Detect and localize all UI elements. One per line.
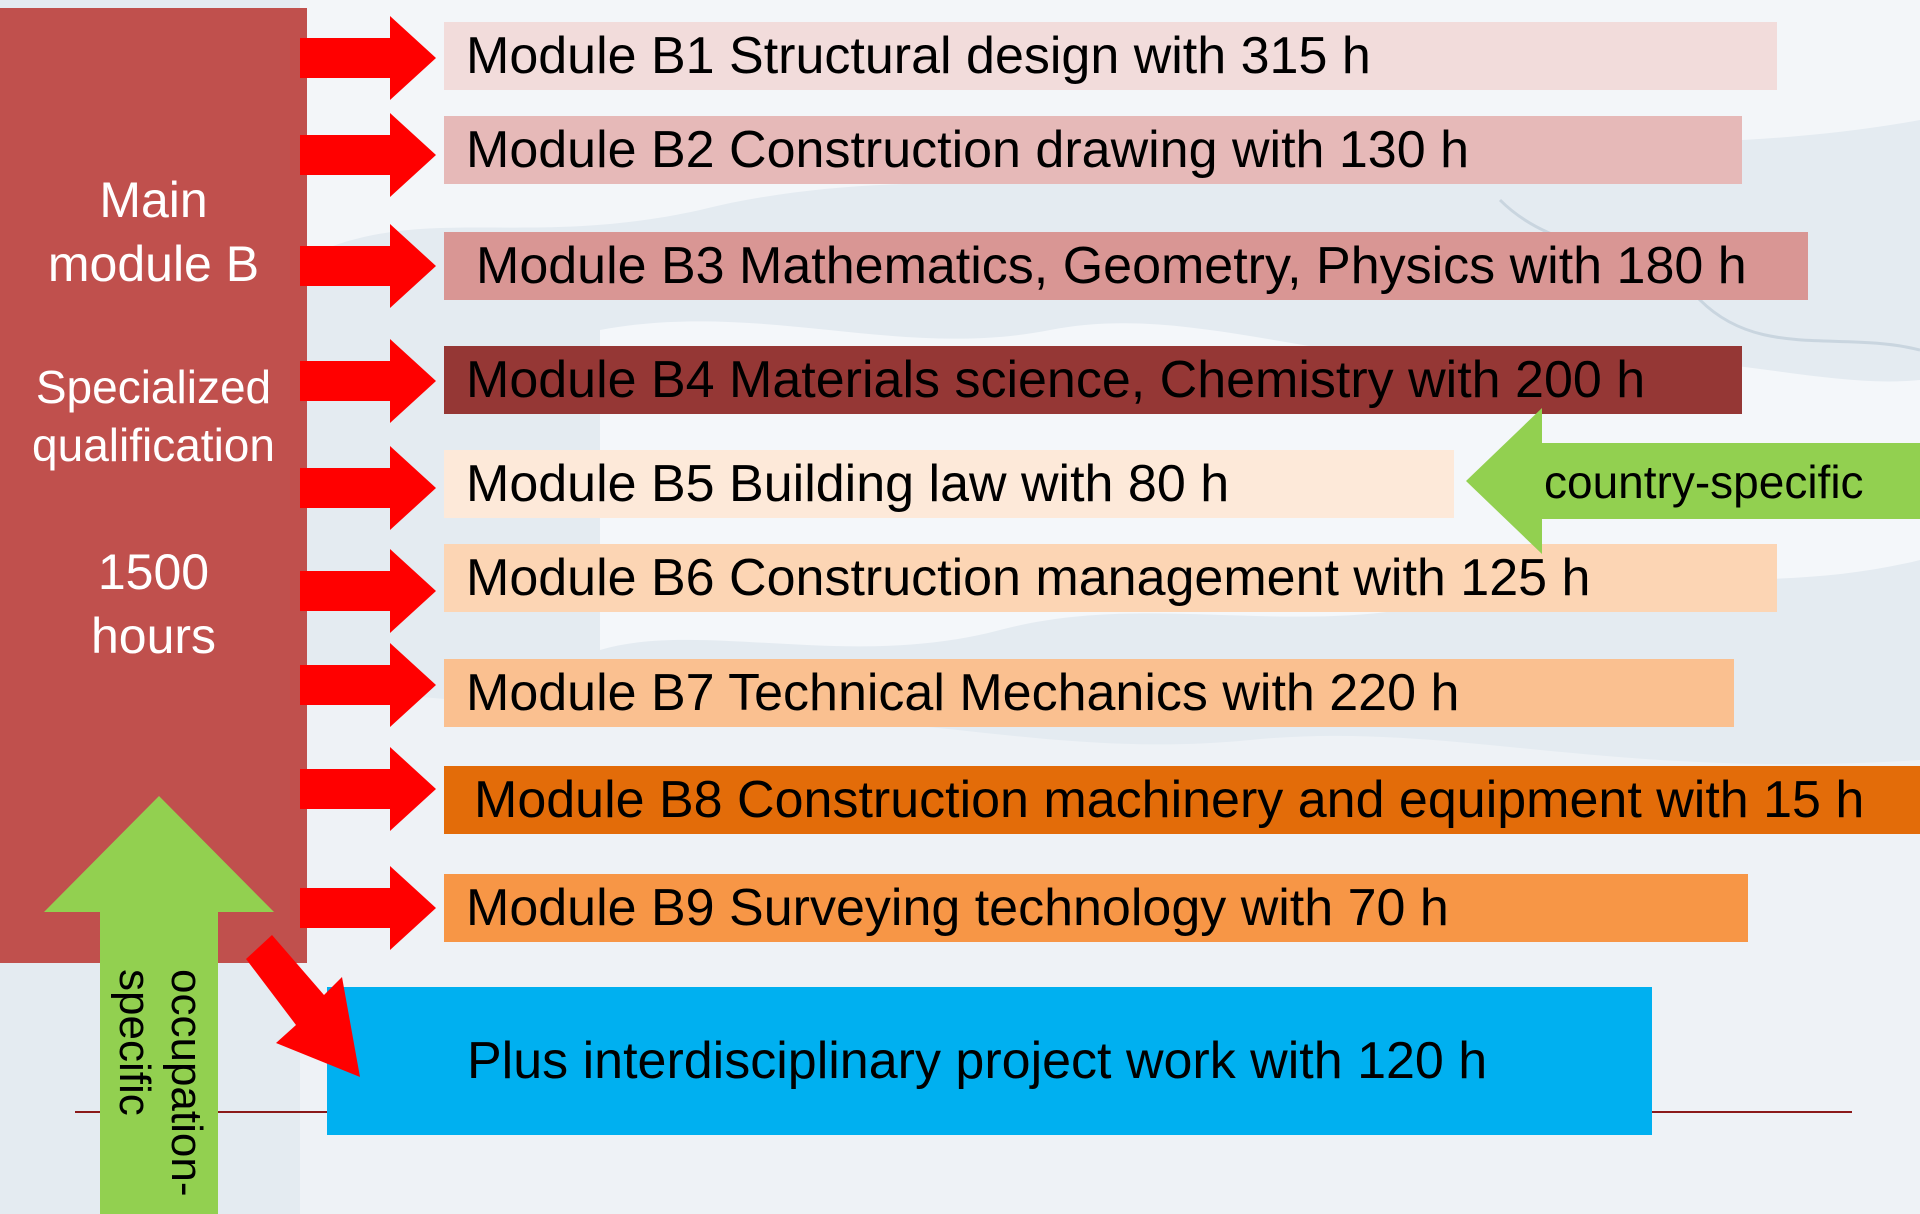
arrow-right-icon-b2 <box>300 113 436 197</box>
module-b8-bar: Module B8 Construction machinery and equ… <box>444 766 1920 834</box>
module-b8-label: Module B8 Construction machinery and equ… <box>474 771 1865 829</box>
arrow-right-icon-b9 <box>300 866 436 950</box>
module-b5-label: Module B5 Building law with 80 h <box>466 455 1230 513</box>
module-b9-label: Module B9 Surveying technology with 70 h <box>466 879 1449 937</box>
module-b4-bar: Module B4 Materials science, Chemistry w… <box>444 346 1742 414</box>
module-b1-bar: Module B1 Structural design with 315 h <box>444 22 1777 90</box>
arrow-right-icon-b5 <box>300 446 436 530</box>
project-work-box: Plus interdisciplinary project work with… <box>327 987 1652 1135</box>
main-module-line4: qualification <box>32 419 275 471</box>
module-b6-bar: Module B6 Construction management with 1… <box>444 544 1777 612</box>
module-b9-bar: Module B9 Surveying technology with 70 h <box>444 874 1748 942</box>
project-work-label: Plus interdisciplinary project work with… <box>467 1032 1488 1090</box>
arrow-right-icon-b8 <box>300 747 436 831</box>
country-specific-label: country-specific <box>1544 456 1864 508</box>
arrow-right-icon-b1 <box>300 16 436 100</box>
occupation-specific-line1: occupation- <box>162 969 211 1197</box>
arrow-right-icon-b3 <box>300 224 436 308</box>
arrow-diagonal-icon-project <box>246 935 360 1077</box>
main-module-line5: 1500 <box>97 544 210 600</box>
module-b3-bar: Module B3 Mathematics, Geometry, Physics… <box>444 232 1808 300</box>
module-b3-label: Module B3 Mathematics, Geometry, Physics… <box>476 237 1747 295</box>
arrow-right-icon-b6 <box>300 549 436 633</box>
module-b7-bar: Module B7 Technical Mechanics with 220 h <box>444 659 1734 727</box>
arrow-left-icon-country-specific <box>1466 408 1920 554</box>
module-b6-label: Module B6 Construction management with 1… <box>466 549 1591 607</box>
arrow-up-icon-occupation-specific <box>44 796 274 1214</box>
module-b7-label: Module B7 Technical Mechanics with 220 h <box>466 664 1460 722</box>
module-b1-label: Module B1 Structural design with 315 h <box>466 27 1371 85</box>
main-module-line6: hours <box>90 608 217 664</box>
module-b2-label: Module B2 Construction drawing with 130 … <box>466 121 1470 179</box>
module-b5-bar: Module B5 Building law with 80 h <box>444 450 1454 518</box>
main-module-line2: module B <box>47 236 260 292</box>
main-module-line3: Specialized <box>35 361 272 413</box>
module-b4-label: Module B4 Materials science, Chemistry w… <box>466 351 1646 409</box>
main-module-line1: Main <box>99 172 208 228</box>
arrow-right-icon-b7 <box>300 643 436 727</box>
occupation-specific-line2: specific <box>110 969 159 1116</box>
module-b2-bar: Module B2 Construction drawing with 130 … <box>444 116 1742 184</box>
occupation-specific-label: occupation- specific <box>55 969 265 1197</box>
arrow-right-icon-b4 <box>300 339 436 423</box>
